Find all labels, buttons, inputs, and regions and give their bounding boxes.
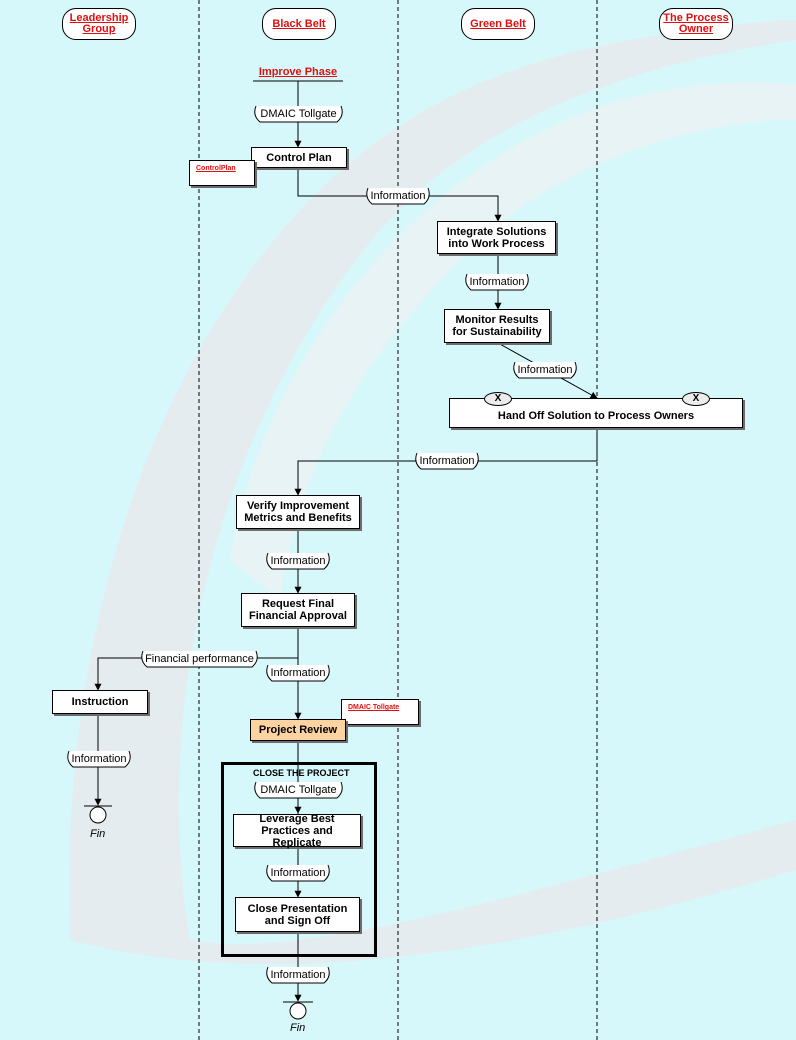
flow-label-information: Information (266, 552, 330, 570)
flow-label-outline (415, 452, 479, 470)
step-control-plan[interactable]: Control Plan (251, 147, 347, 168)
step-close-presentation[interactable]: Close Presentation and Sign Off (235, 897, 360, 932)
step-instruction[interactable]: Instruction (52, 690, 148, 714)
hand-off-label: Hand Off Solution to Process Owners (497, 410, 695, 422)
control-plan-document-link[interactable]: ControlPlan (189, 160, 255, 186)
handoff-right-x-icon: X (682, 392, 710, 406)
flow-label-dmaic-tollgate: DMAIC Tollgate (254, 781, 343, 799)
close-the-project-title: Close the project (253, 768, 350, 778)
flow-label-outline (266, 966, 330, 984)
flow-label-information: Information (266, 864, 330, 882)
end-label-fin: Fin (290, 1022, 306, 1034)
flow-label-information: Information (513, 361, 577, 379)
flow-label-outline (266, 552, 330, 570)
flow-label-information: Information (67, 750, 131, 768)
step-integrate-solutions[interactable]: Integrate Solutions into Work Process (437, 221, 556, 254)
flow-label-outline (254, 105, 343, 123)
flow-label-outline (266, 664, 330, 682)
step-request-final-approval[interactable]: Request Final Financial Approval (241, 593, 355, 627)
step-project-review[interactable]: Project Review (250, 719, 346, 741)
step-verify-improvement[interactable]: Verify Improvement Metrics and Benefits (236, 495, 360, 529)
lane-header-black-belt[interactable]: Black Belt (262, 8, 336, 40)
lane-header-process-owner[interactable]: The Process Owner (659, 8, 733, 40)
flow-label-outline (67, 750, 131, 768)
dmaic-tollgate-document-link[interactable]: DMAIC Tollgate (341, 699, 419, 725)
flow-label-outline (366, 187, 430, 205)
flow-label-outline (266, 864, 330, 882)
flow-label-information: Information (266, 664, 330, 682)
flow-label-information: Information (266, 966, 330, 984)
lane-header-leadership-group[interactable]: Leadership Group (62, 8, 136, 40)
flow-label-financial-performance: Financial performance (141, 650, 258, 668)
flow-label-information: Information (465, 273, 529, 291)
flow-label-information: Information (415, 452, 479, 470)
lane-header-green-belt[interactable]: Green Belt (461, 8, 535, 40)
end-label-fin: Fin (90, 828, 106, 840)
flow-label-outline (513, 361, 577, 379)
handoff-left-x-icon: X (484, 392, 512, 406)
flow-label-dmaic-tollgate: DMAIC Tollgate (254, 105, 343, 123)
flow-label-outline (465, 273, 529, 291)
flow-label-information: Information (366, 187, 430, 205)
close-the-project-group (221, 762, 377, 957)
improve-phase-link[interactable]: Improve Phase (258, 66, 338, 78)
flow-label-outline (254, 781, 343, 799)
step-leverage-best-practices[interactable]: Leverage Best Practices and Replicate (233, 813, 361, 849)
flow-label-outline (141, 650, 258, 668)
step-monitor-results[interactable]: Monitor Results for Sustainability (444, 309, 550, 343)
